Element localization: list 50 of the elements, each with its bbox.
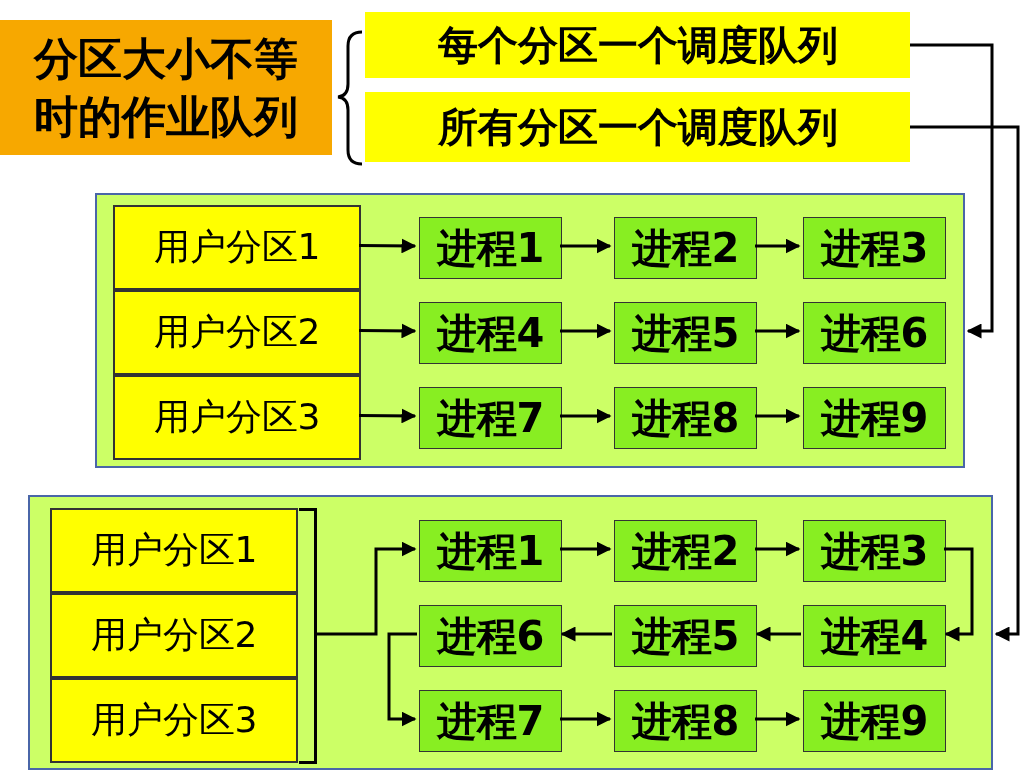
process-box: 进程5 <box>614 605 757 667</box>
arrow <box>755 711 801 727</box>
process-box: 进程1 <box>419 520 562 582</box>
arrow <box>359 323 417 339</box>
process-box: 进程8 <box>614 690 757 752</box>
queue-box: 每个分区一个调度队列 <box>365 12 910 78</box>
process-box: 进程6 <box>803 302 946 364</box>
arrow <box>910 125 1020 642</box>
process-box: 进程2 <box>614 520 757 582</box>
process-box: 进程9 <box>803 690 946 752</box>
process-box: 进程6 <box>419 605 562 667</box>
arrow <box>560 626 612 642</box>
title-box: 分区大小不等时的作业队列 <box>0 20 332 155</box>
arrow <box>560 238 612 254</box>
partition-box: 用户分区1 <box>113 205 361 290</box>
process-box: 进程7 <box>419 387 562 449</box>
arrow <box>560 541 612 557</box>
arrow <box>910 43 994 339</box>
arrow <box>944 547 974 642</box>
arrow <box>359 408 417 424</box>
partition-box: 用户分区1 <box>50 508 298 593</box>
arrow <box>755 541 801 557</box>
arrow <box>755 238 801 254</box>
panel <box>95 193 965 468</box>
process-box: 进程4 <box>803 605 946 667</box>
process-box: 进程3 <box>803 520 946 582</box>
process-box: 进程9 <box>803 387 946 449</box>
arrow <box>359 238 417 254</box>
arrow <box>387 632 417 727</box>
process-box: 进程1 <box>419 217 562 279</box>
partition-box: 用户分区3 <box>113 375 361 460</box>
process-box: 进程7 <box>419 690 562 752</box>
arrow <box>755 408 801 424</box>
arrow <box>755 626 801 642</box>
panel <box>28 495 993 770</box>
partition-box: 用户分区2 <box>113 290 361 375</box>
process-box: 进程2 <box>614 217 757 279</box>
arrow <box>315 541 417 636</box>
process-box: 进程5 <box>614 302 757 364</box>
arrow <box>560 711 612 727</box>
process-box: 进程4 <box>419 302 562 364</box>
queue-box: 所有分区一个调度队列 <box>365 92 910 162</box>
process-box: 进程8 <box>614 387 757 449</box>
partition-box: 用户分区3 <box>50 678 298 763</box>
partition-box: 用户分区2 <box>50 593 298 678</box>
arrow <box>560 323 612 339</box>
bracket <box>299 508 317 764</box>
arrow <box>560 408 612 424</box>
process-box: 进程3 <box>803 217 946 279</box>
arrow <box>755 323 801 339</box>
